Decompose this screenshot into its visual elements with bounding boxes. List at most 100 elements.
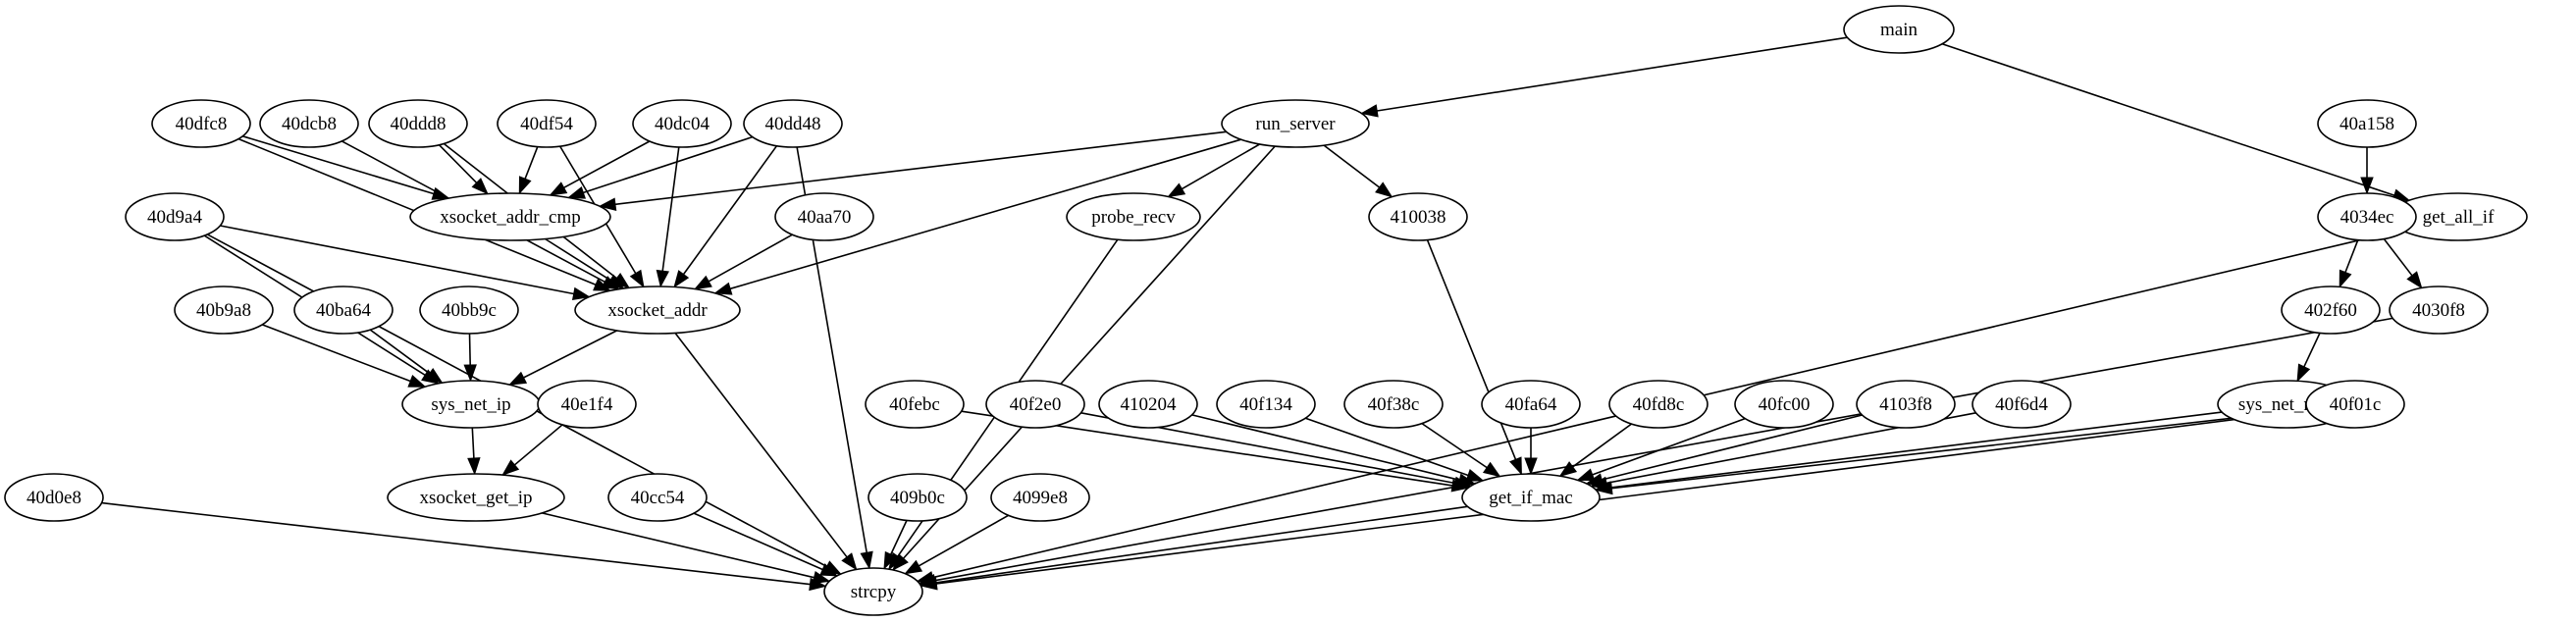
arrowhead [471,178,489,195]
node-40b9a8: 40b9a8 [174,286,274,335]
edge-line [674,332,848,558]
edge-line [261,324,411,383]
node-40bb9c: 40bb9c [419,286,519,335]
node-sys-net-ip: sys_net_ip [401,380,541,429]
edge-main-to-run-server [1359,36,1848,118]
edge-sys-net-ip-to-xsocket-get-ip [467,427,481,476]
edge-line [661,146,680,272]
arrowhead [919,576,938,590]
node-label: 40f01c [2330,394,2382,415]
node-label: 40cc54 [631,488,685,508]
edge-line [101,501,811,586]
arrowhead [2339,269,2352,288]
node-ellipse [1343,380,1444,429]
node-40febc: 40febc [865,380,965,429]
edge-410038-to-get-if-mac [1426,239,1522,476]
node-40f2e0: 40f2e0 [985,380,1085,429]
edge-40ba64-to-sys-net-ip [369,329,444,385]
edge-40e1f4-to-xsocket-get-ip [501,424,563,477]
arrowhead [673,270,690,288]
node-40ba64: 40ba64 [293,286,394,335]
arrowhead [812,570,831,585]
edge-4034ec-to-402f60 [2339,239,2359,288]
node-40f134: 40f134 [1216,380,1316,429]
node-label: 40fd8c [1633,394,1685,415]
arrowhead [819,563,839,577]
edge-run-server-to-xsocket-addr [713,138,1241,295]
edge-line [935,505,1468,584]
node-label: 40febc [889,394,940,415]
arrowhead [883,550,898,570]
edge-line [369,329,431,375]
edge-xsocket-addr-to-sys-net-ip [508,330,618,386]
node-ellipse [497,99,597,148]
node-label: 40dfc8 [176,114,228,134]
edge-40b9a8-to-sys-net-ip [261,324,427,388]
edge-xsocket-get-ip-to-strcpy [542,512,831,585]
edge-get-if-mac-to-strcpy [919,505,1468,590]
node-run-server: run_server [1221,99,1370,148]
edge-line [2303,333,2321,368]
node-label: 40f38c [1368,394,1420,415]
node-4103f8: 4103f8 [1856,380,1956,429]
node-40dc04: 40dc04 [632,99,732,148]
arrowhead [656,269,669,288]
arrowhead [549,182,568,196]
node-label: 40e1f4 [561,394,613,415]
edge-line [1426,239,1517,460]
edge-line [524,146,539,180]
node-40df54: 40df54 [497,99,597,148]
node-40a158: 40a158 [2317,99,2417,148]
edge-line [242,135,435,195]
edge-run-server-to-xsocket-addr-cmp [598,130,1227,211]
node-ellipse [2317,192,2417,241]
edge-4034ec-to-4030f8 [2383,238,2423,289]
edge-line [1610,411,2223,489]
edge-40cc54-to-strcpy [693,512,839,577]
node-40d9a4: 40d9a4 [125,192,225,241]
edge-line [682,145,778,276]
edge-line [471,427,475,459]
node-label: 40b9a8 [196,300,251,321]
node-ellipse [259,99,359,148]
edge-40d0e8-to-strcpy [101,501,827,592]
edge-line [1182,143,1260,190]
arrowhead [463,364,477,383]
arrowhead [809,577,827,592]
edge-line [523,330,618,379]
node-40fa64: 40fa64 [1481,380,1581,429]
node-label: 4030f8 [2412,300,2465,321]
edge-line [545,237,611,282]
node-ellipse [537,380,637,429]
node-40ddd8: 40ddd8 [368,99,468,148]
edge-line [1305,417,1469,477]
edge-line [1941,43,2395,196]
arrowhead [1576,468,1596,482]
node-ellipse [1856,380,1956,429]
node-label: 40f2e0 [1010,394,1062,415]
edge-410204-to-get-if-mac [1191,414,1477,487]
node-label: main [1880,20,1918,40]
node-ellipse [174,286,274,335]
node-label: 410038 [1391,207,1446,228]
edge-line [220,225,574,295]
edge-line [1602,414,1863,481]
arrowhead [713,282,733,295]
arrowhead [407,375,427,388]
edge-409b0c-to-strcpy [883,520,908,570]
node-40dcb8: 40dcb8 [259,99,359,148]
edge-402f60-to-sys-net-mac [2296,333,2321,383]
node-label: sys_net_ip [431,394,510,415]
edge-xsocket-addr-to-strcpy [674,332,858,571]
node-label: 40dd48 [765,114,821,134]
node-40aa70: 40aa70 [774,192,874,241]
node-ellipse [1221,99,1370,148]
node-ellipse [865,380,965,429]
edge-line [708,234,793,283]
node-40f6d4: 40f6d4 [1971,380,2072,429]
node-ellipse [1461,473,1601,522]
node-ellipse [743,99,843,148]
edge-line [936,409,2308,585]
edge-40bb9c-to-sys-net-ip [463,333,477,383]
